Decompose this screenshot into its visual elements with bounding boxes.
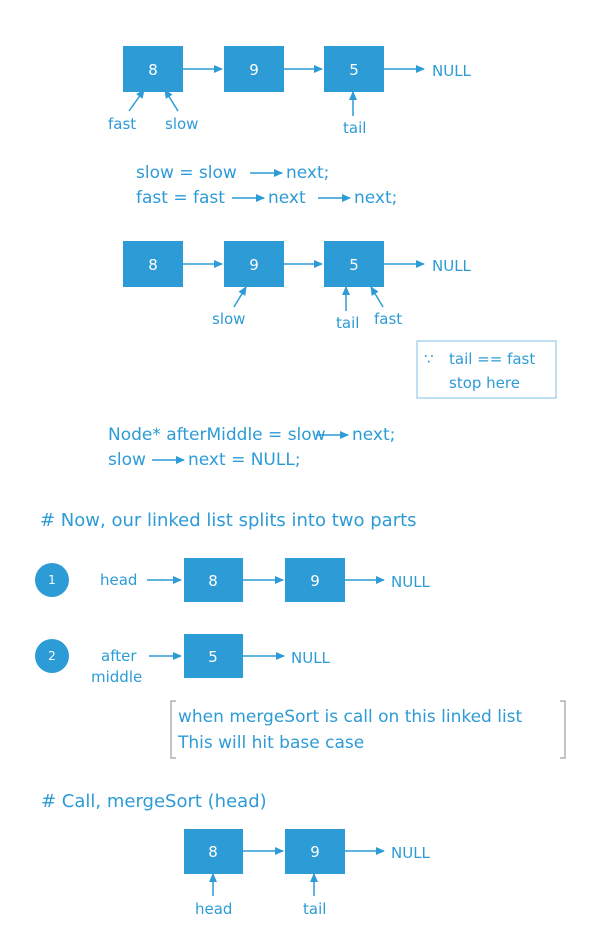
node-2: [285, 558, 345, 602]
head-label: head: [195, 900, 232, 918]
node-1-value: 5: [208, 648, 218, 666]
node-1-value: 8: [208, 843, 218, 861]
because-symbol: ∵: [424, 350, 434, 368]
list2: 8 9 5 NULL slow tail fast: [123, 241, 472, 332]
node-3-value: 5: [349, 256, 359, 274]
code-token: next = NULL;: [188, 450, 301, 470]
node-1-value: 8: [208, 572, 218, 590]
node-3: [324, 241, 384, 287]
fast-label: fast: [374, 310, 402, 328]
node-1: [123, 46, 183, 92]
slow-label: slow: [165, 115, 198, 133]
split-part-1: 1 head 8 9 NULL: [35, 558, 431, 602]
code-token: next: [268, 188, 306, 208]
pointer-arrow: [370, 286, 384, 308]
code-line: Node* afterMiddle = slow: [108, 425, 326, 445]
note-line-1: tail == fast: [449, 350, 535, 368]
node-2-value: 9: [249, 256, 259, 274]
node-1: [184, 558, 243, 602]
node-1-value: 8: [148, 61, 158, 79]
bracket-right: [560, 700, 566, 759]
node-2-value: 9: [249, 61, 259, 79]
slow-label: slow: [212, 310, 245, 328]
code-block-1: slow = slow next; fast = fast next next;: [136, 163, 397, 208]
node-2: [224, 241, 284, 287]
note-line-2: stop here: [449, 374, 520, 392]
pointer-arrow: [233, 286, 247, 308]
head-label: head: [100, 571, 137, 589]
node-1: [184, 634, 243, 678]
null-label: NULL: [391, 573, 431, 591]
middle-label: middle: [91, 668, 142, 686]
node-2-value: 9: [310, 572, 320, 590]
section-heading: # Now, our linked list splits into two p…: [40, 510, 417, 531]
node-1: [123, 241, 183, 287]
code-line: slow: [108, 450, 146, 470]
list3: 8 9 NULL head tail: [184, 829, 431, 918]
null-label: NULL: [291, 649, 331, 667]
pointer-arrow: [164, 89, 179, 112]
fast-label: fast: [108, 115, 136, 133]
code-token: next;: [354, 188, 397, 208]
pointer-arrow: [128, 89, 145, 112]
note-box: ∵ tail == fast stop here: [416, 340, 557, 399]
code-token: next;: [352, 425, 395, 445]
node-3-value: 5: [349, 61, 359, 79]
node-1-value: 8: [148, 256, 158, 274]
null-label: NULL: [432, 257, 472, 275]
node-2-value: 9: [310, 843, 320, 861]
tail-label: tail: [303, 900, 326, 918]
note-border: [416, 340, 557, 399]
code-token: next;: [286, 163, 329, 183]
code-line: slow = slow: [136, 163, 237, 183]
node-1: [184, 829, 243, 874]
step-number: 2: [48, 649, 56, 663]
tail-label: tail: [336, 314, 359, 332]
tail-label: tail: [343, 119, 366, 137]
code-block-2: Node* afterMiddle = slow next; slow next…: [108, 425, 395, 470]
null-label: NULL: [432, 62, 472, 80]
after-label: after: [101, 647, 137, 665]
step-badge: [35, 563, 69, 597]
bracket-left: [170, 700, 176, 759]
code-line: fast = fast: [136, 188, 225, 208]
step-number: 1: [48, 573, 56, 587]
callout-line-2: This will hit base case: [177, 733, 364, 753]
callout-line-1: when mergeSort is call on this linked li…: [178, 707, 523, 727]
list1: 8 9 5 NULL fast slow tail: [108, 46, 472, 137]
step-badge: [35, 639, 69, 673]
callout: when mergeSort is call on this linked li…: [170, 700, 566, 759]
node-2: [285, 829, 345, 874]
split-part-2: 2 after middle 5 NULL: [35, 634, 331, 686]
node-2: [224, 46, 284, 92]
null-label: NULL: [391, 844, 431, 862]
node-3: [324, 46, 384, 92]
section-heading: # Call, mergeSort (head): [41, 791, 267, 812]
